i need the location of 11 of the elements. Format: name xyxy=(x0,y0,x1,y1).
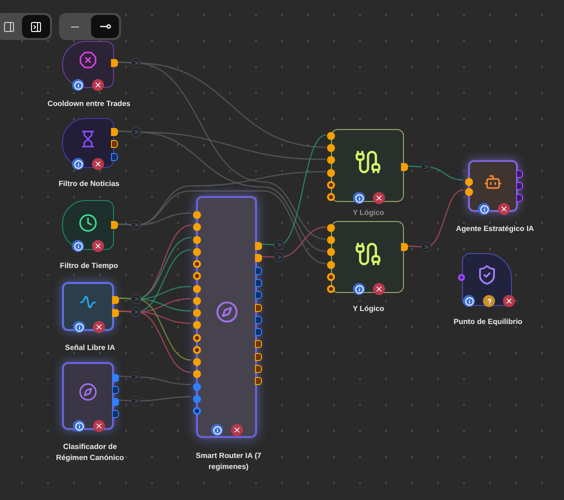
connector-arrow xyxy=(406,189,464,252)
connector-arrow xyxy=(116,58,326,240)
connector-arrow xyxy=(116,127,326,252)
connector-arrow xyxy=(260,226,326,262)
connector-arrow xyxy=(116,294,192,361)
connector-arrow xyxy=(116,212,192,230)
connector-arrow xyxy=(116,307,192,373)
connector-arrow xyxy=(406,162,464,181)
connector-arrow xyxy=(260,134,326,250)
connector-arrow xyxy=(116,396,191,406)
connector-arrow xyxy=(116,372,192,386)
